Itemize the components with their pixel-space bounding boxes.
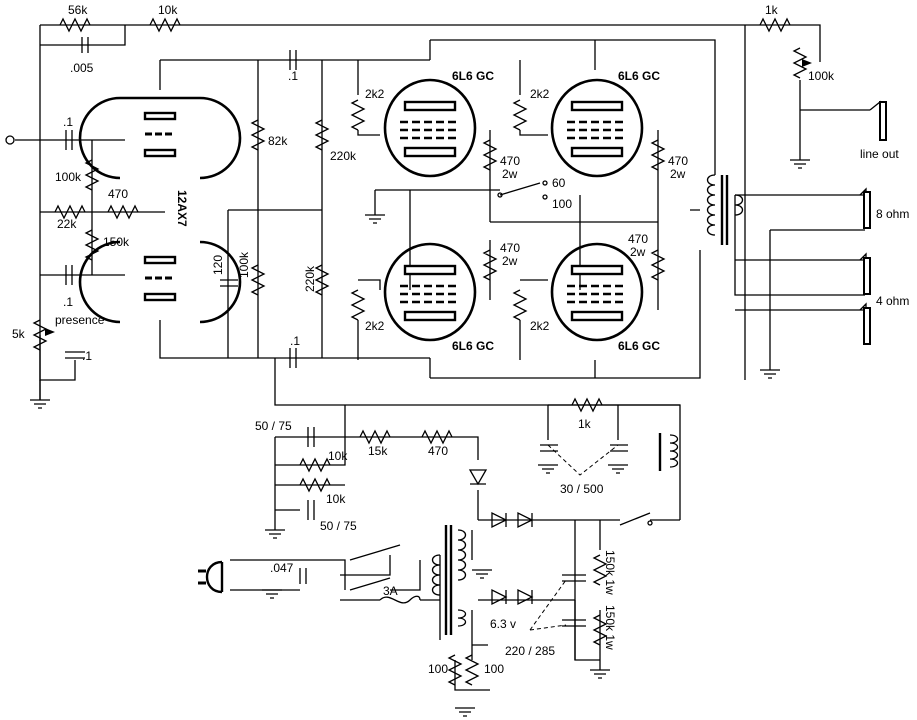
label-cp2: .1 xyxy=(290,334,300,348)
ground-symbols xyxy=(30,159,810,717)
label-2k2-3: 2k2 xyxy=(365,319,385,333)
input-jack xyxy=(5,135,15,145)
label-3a: 3A xyxy=(383,584,398,598)
label-100-b: 100 xyxy=(484,662,504,676)
label-22k: 22k xyxy=(57,217,77,231)
label-c-presence: .1 xyxy=(82,349,92,363)
label-line-out: line out xyxy=(860,147,899,161)
label-150k-1w-b: 150k 1w xyxy=(603,605,617,650)
label-100-a: 100 xyxy=(428,662,448,676)
label-presence: presence xyxy=(55,313,105,327)
label-cp1: .1 xyxy=(288,69,298,83)
power-tube-3-label: 6L6 GC xyxy=(452,339,494,353)
component-labels: 56k 10k .005 .1 100k 470 22k 150k .1 5k … xyxy=(12,3,909,676)
power-tube-1 xyxy=(383,78,477,178)
label-50-75-a: 50 / 75 xyxy=(255,419,292,433)
label-470-2: 470 xyxy=(668,154,688,168)
label-2k2-2: 2k2 xyxy=(530,87,550,101)
rectifier-diodes xyxy=(468,469,534,606)
speaker-jacks xyxy=(859,187,871,345)
label-470-1: 470 xyxy=(500,154,520,168)
power-transformer xyxy=(431,525,467,635)
switches xyxy=(349,180,653,591)
label-470-3: 470 xyxy=(500,241,520,255)
label-10k-top: 10k xyxy=(158,3,178,17)
power-tube-1-label: 6L6 GC xyxy=(452,69,494,83)
label-470-supply: 470 xyxy=(428,444,448,458)
label-100k: 100k xyxy=(55,170,82,184)
mains-plug xyxy=(198,560,224,594)
label-2w-1: 2w xyxy=(502,167,518,181)
label-1k-filter: 1k xyxy=(578,417,592,431)
label-5k: 5k xyxy=(12,327,26,341)
line-out-jack xyxy=(869,100,887,141)
label-220k-b: 220k xyxy=(303,265,317,292)
label-30-500: 30 / 500 xyxy=(560,482,604,496)
label-220-285: 220 / 285 xyxy=(505,644,555,658)
resistors xyxy=(32,17,808,686)
label-10k-a: 10k xyxy=(328,449,348,463)
label-470-4: 470 xyxy=(628,232,648,246)
label-8ohm: 8 ohm xyxy=(876,207,909,221)
output-transformer xyxy=(706,174,744,245)
label-15k: 15k xyxy=(368,444,388,458)
dual-cap-link-2 xyxy=(529,579,567,631)
label-100k-b: 100k xyxy=(237,251,251,278)
label-6-3v: 6.3 v xyxy=(490,617,516,631)
label-005: .005 xyxy=(70,61,94,75)
preamp-tube-label: 12AX7 xyxy=(175,190,189,227)
label-50-75-b: 50 / 75 xyxy=(320,519,357,533)
power-tube-3 xyxy=(383,242,477,342)
label-2w-3: 2w xyxy=(502,254,518,268)
wires xyxy=(15,24,870,691)
label-56k: 56k xyxy=(68,3,88,17)
label-1k-top: 1k xyxy=(765,3,779,17)
power-tube-2-label: 6L6 GC xyxy=(618,69,660,83)
label-2w-4: 2w xyxy=(630,245,646,259)
label-sw-60: 60 xyxy=(552,176,566,190)
label-c-in1: .1 xyxy=(63,115,73,129)
label-4ohm: 4 ohm xyxy=(876,294,909,308)
power-tube-2 xyxy=(550,78,644,178)
preamp-tube-v1 xyxy=(78,96,242,180)
label-047: .047 xyxy=(270,561,294,575)
label-82k: 82k xyxy=(268,134,288,148)
label-2k2-1: 2k2 xyxy=(365,87,385,101)
label-2w-2: 2w xyxy=(670,167,686,181)
label-220k-a: 220k xyxy=(330,149,357,163)
label-sw-100: 100 xyxy=(552,197,572,211)
capacitors xyxy=(65,37,628,627)
dual-cap-link xyxy=(547,444,619,476)
label-150k: 150k xyxy=(103,235,130,249)
label-120: 120 xyxy=(211,255,225,275)
preamp-tube-v2 xyxy=(78,240,242,324)
label-pot-100k: 100k xyxy=(808,69,835,83)
label-150k-1w-a: 150k 1w xyxy=(603,550,617,595)
label-c-in2: .1 xyxy=(63,295,73,309)
power-tube-4 xyxy=(550,242,644,342)
label-2k2-4: 2k2 xyxy=(530,319,550,333)
pot-100k-wiper xyxy=(802,59,812,67)
power-tube-4-label: 6L6 GC xyxy=(618,339,660,353)
pot-5k-wiper xyxy=(45,328,55,336)
filter-choke xyxy=(658,433,679,471)
label-470-bias: 470 xyxy=(108,187,128,201)
fuse xyxy=(379,595,421,604)
label-10k-b: 10k xyxy=(326,492,346,506)
